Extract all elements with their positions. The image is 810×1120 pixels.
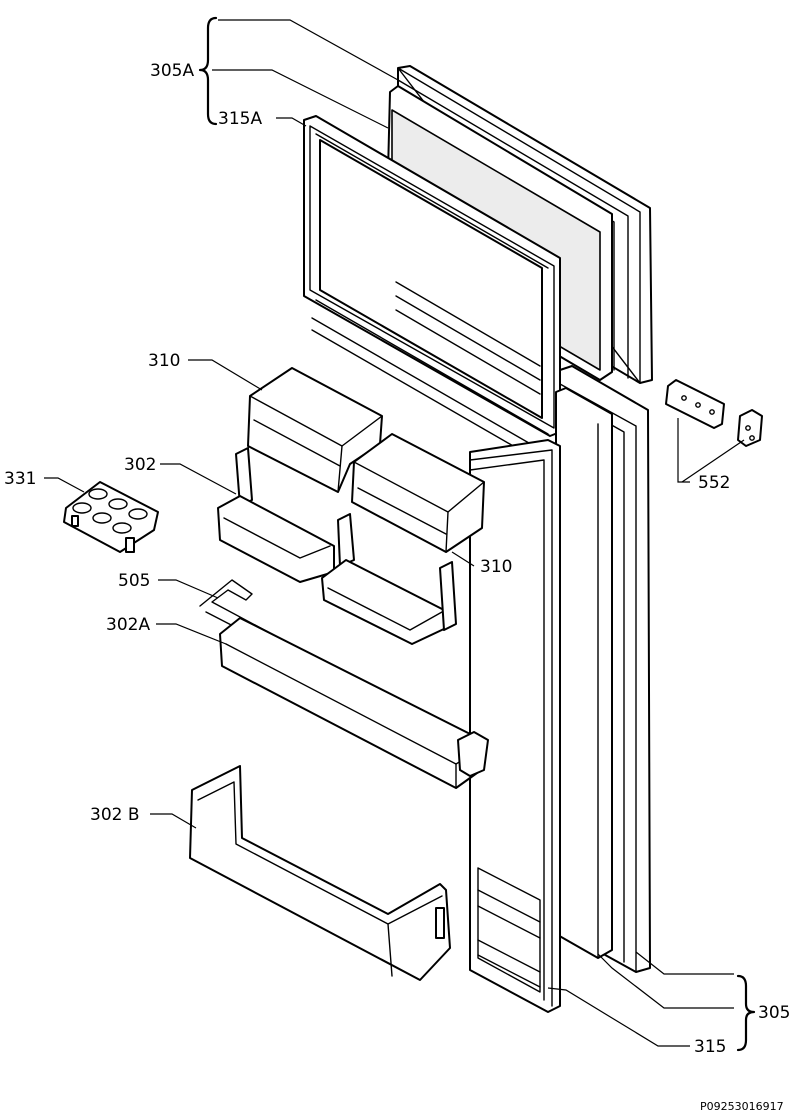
dairy-compartment-right: [351, 433, 485, 553]
label-305: 305: [758, 1003, 790, 1023]
label-331: 331: [4, 469, 36, 489]
label-305a: 305A: [150, 61, 194, 81]
egg-tray: [63, 481, 159, 553]
part-labels: 305A 315A 310 302 331 310 505 302A 302 B…: [4, 61, 790, 1113]
label-505: 505: [118, 571, 150, 591]
bottle-door-shelf: [189, 765, 451, 981]
group-braces: [198, 16, 756, 1052]
fridge-door-panel: [555, 365, 651, 973]
label-302b: 302 B: [90, 805, 140, 825]
label-315: 315: [694, 1037, 726, 1057]
small-door-shelf-right: [321, 513, 457, 645]
label-302: 302: [124, 455, 156, 475]
label-310-right: 310: [480, 557, 512, 577]
fridge-door-gasket: [469, 439, 561, 1013]
long-door-shelf: [219, 617, 489, 789]
freezer-inner-liner: [311, 281, 549, 467]
label-315a: 315A: [218, 109, 262, 129]
hinge-kit: [665, 379, 763, 447]
label-302a: 302A: [106, 615, 150, 635]
drawing-code: P09253016917: [700, 1100, 784, 1113]
leader-lines: [44, 19, 745, 1047]
label-310-top: 310: [148, 351, 180, 371]
label-552: 552: [698, 473, 730, 493]
